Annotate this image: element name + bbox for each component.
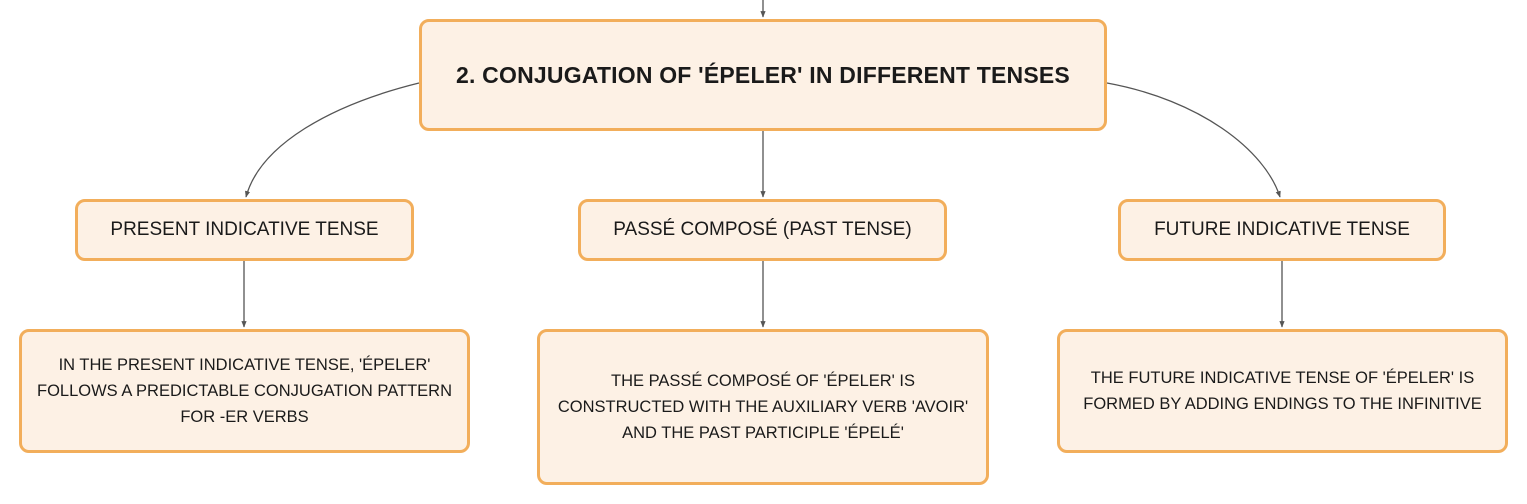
detail-node-passe-compose[interactable]: THE PASSÉ COMPOSÉ OF 'ÉPELER' IS CONSTRU… (537, 329, 989, 485)
detail-node-present-indicative[interactable]: IN THE PRESENT INDICATIVE TENSE, 'ÉPELER… (19, 329, 470, 453)
detail-text-present-indicative: IN THE PRESENT INDICATIVE TENSE, 'ÉPELER… (36, 356, 452, 426)
connector-root-to-future (1106, 82, 1281, 198)
branch-node-passe-compose[interactable]: PASSÉ COMPOSÉ (PAST TENSE) (578, 199, 947, 261)
branch-label-present-indicative: PRESENT INDICATIVE TENSE (110, 219, 379, 240)
branch-node-future-indicative[interactable]: FUTURE INDICATIVE TENSE (1118, 199, 1446, 261)
root-topic-node[interactable]: 2. CONJUGATION OF 'ÉPELER' IN DIFFERENT … (419, 19, 1107, 131)
connector-root-to-present (245, 82, 420, 198)
branch-node-present-indicative[interactable]: PRESENT INDICATIVE TENSE (75, 199, 414, 261)
branch-label-future-indicative: FUTURE INDICATIVE TENSE (1154, 219, 1410, 240)
detail-node-future-indicative[interactable]: THE FUTURE INDICATIVE TENSE OF 'ÉPELER' … (1057, 329, 1508, 453)
detail-text-future-indicative: THE FUTURE INDICATIVE TENSE OF 'ÉPELER' … (1083, 369, 1482, 413)
branch-label-passe-compose: PASSÉ COMPOSÉ (PAST TENSE) (613, 219, 912, 240)
root-topic-label: 2. CONJUGATION OF 'ÉPELER' IN DIFFERENT … (456, 61, 1070, 88)
detail-text-passe-compose: THE PASSÉ COMPOSÉ OF 'ÉPELER' IS CONSTRU… (557, 372, 969, 442)
